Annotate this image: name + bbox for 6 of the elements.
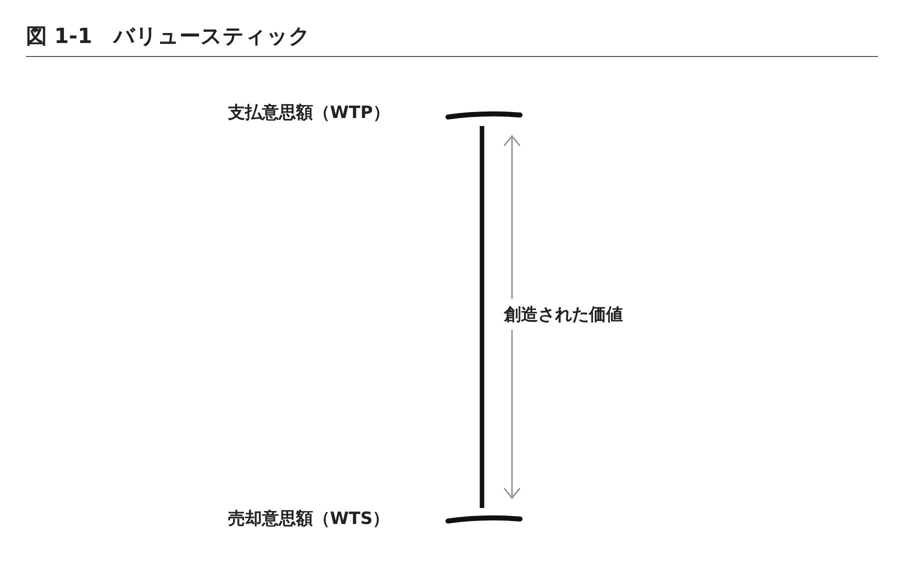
- edge-label: 創造された価値: [504, 299, 623, 330]
- value-label-with-tick: 売却意思額（WTS）: [228, 506, 520, 534]
- double-arrow: [503, 135, 521, 499]
- value-stick-line: [480, 126, 484, 508]
- value-label-with-tick: 支払意思額（WTP）: [228, 100, 520, 128]
- figure-title: 図 1-1 バリュースティック: [26, 23, 310, 50]
